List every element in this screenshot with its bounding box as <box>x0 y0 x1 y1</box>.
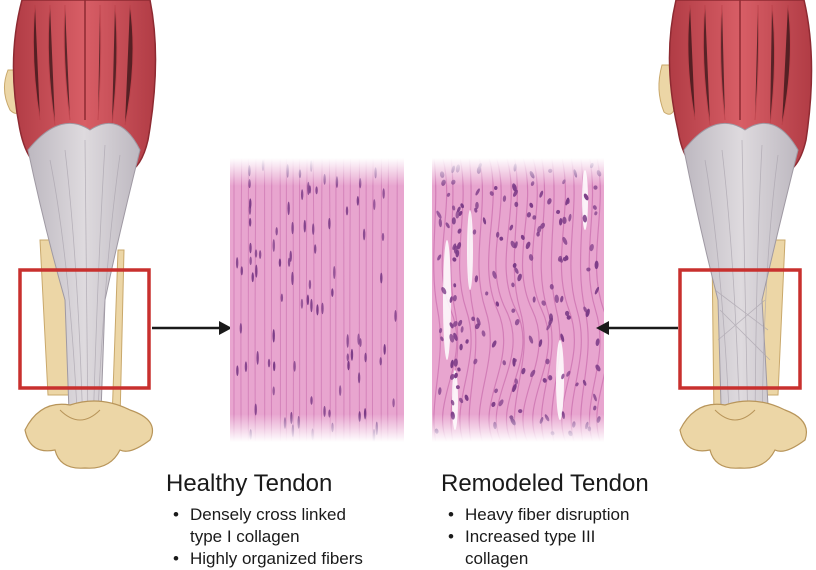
right-achilles-tendon <box>683 122 799 441</box>
healthy-leg-illustration <box>4 0 157 469</box>
list-item: Heavy fiber disruption <box>441 504 649 526</box>
left-arrow <box>596 321 678 335</box>
healthy-region-highlight-box <box>18 268 151 390</box>
left-achilles-tendon <box>27 122 141 441</box>
remodeled-region-highlight-box <box>678 268 802 390</box>
healthy-caption: Healthy Tendon Densely cross linked type… <box>166 470 363 570</box>
list-item: Highly organized fibers <box>166 548 363 570</box>
remodeled-bullet-list: Heavy fiber disruption Increased type II… <box>441 504 649 570</box>
remodeled-leg-illustration <box>658 0 813 469</box>
list-item: Densely cross linked type I collagen <box>166 504 363 548</box>
remodeled-histology-panel <box>432 158 604 442</box>
healthy-histology-panel <box>230 158 404 442</box>
right-arrow <box>152 321 232 335</box>
left-heel-bones <box>24 400 154 469</box>
left-fibula-bone <box>111 249 125 421</box>
healthy-bullet-list: Densely cross linked type I collagen Hig… <box>166 504 363 570</box>
right-heel-bones <box>679 400 807 469</box>
healthy-tendon-title: Healthy Tendon <box>166 470 333 497</box>
list-item: Increased type III collagen <box>441 526 649 570</box>
remodeled-tendon-title: Remodeled Tendon <box>441 470 649 497</box>
remodeled-caption: Remodeled Tendon Heavy fiber disruption … <box>441 470 649 570</box>
